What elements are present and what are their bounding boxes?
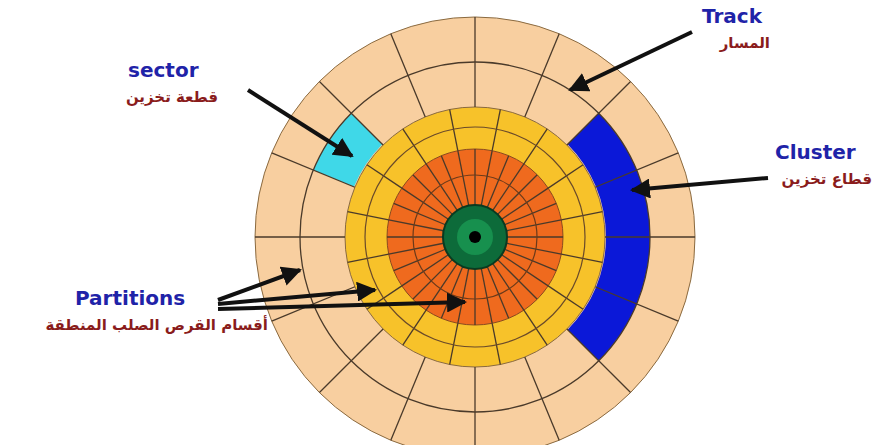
- sector-line: [505, 203, 557, 224]
- track-label: Track: [702, 4, 762, 28]
- sector-line: [402, 255, 449, 286]
- sector-line: [458, 268, 469, 323]
- sector-line: [403, 310, 426, 345]
- sector-line: [474, 269, 475, 325]
- leader-line: [570, 32, 692, 90]
- cluster-label: Cluster: [775, 140, 856, 164]
- sector-line: [487, 156, 508, 208]
- leader-line: [218, 302, 465, 309]
- sector-line: [506, 220, 561, 231]
- spindle: [443, 205, 507, 269]
- sector-label: sector: [128, 58, 199, 82]
- sector-line: [524, 310, 547, 345]
- spindle-ring: [457, 219, 493, 255]
- sector-line: [524, 129, 547, 164]
- cluster-label-arabic: قطاع تخزين: [782, 170, 872, 188]
- middle-zone: [345, 107, 605, 367]
- sector-line: [441, 267, 462, 319]
- sector-line: [481, 268, 492, 323]
- sector-line: [426, 164, 457, 211]
- sector-line: [458, 151, 469, 206]
- sector-line: [548, 286, 583, 309]
- partitions-label-arabic: أقسام القرص الصلب المنطقة: [45, 316, 268, 334]
- sector-line: [403, 129, 426, 164]
- sector-line: [487, 267, 508, 319]
- leader-lines: [218, 32, 768, 309]
- sector-line: [548, 165, 583, 188]
- sector-label-arabic: قطعة تخزين: [126, 88, 218, 106]
- sector-line: [474, 367, 475, 445]
- sector-line: [367, 165, 402, 188]
- sector-line: [389, 220, 444, 231]
- leader-line: [248, 90, 352, 156]
- outer-zone: [255, 17, 695, 445]
- sector-line: [481, 151, 492, 206]
- sector-line: [441, 156, 462, 208]
- track-ring: [365, 127, 585, 347]
- sector-line: [507, 236, 563, 237]
- track-ring: [300, 62, 650, 412]
- sector-line: [389, 243, 444, 254]
- inner-zone: [387, 149, 563, 325]
- sector-line: [394, 203, 446, 224]
- sector-line: [493, 264, 524, 311]
- leader-line: [218, 290, 375, 304]
- leader-line: [632, 178, 768, 190]
- sector-line: [506, 243, 561, 254]
- leader-line: [218, 270, 300, 300]
- sector-line: [387, 236, 443, 237]
- sector-line: [394, 249, 446, 270]
- spindle-hole: [469, 231, 481, 243]
- track-label-arabic: المسار: [720, 34, 770, 52]
- sector-highlights: [313, 113, 650, 360]
- sector-line: [474, 149, 475, 205]
- track-ring: [413, 175, 537, 299]
- partitions-label: Partitions: [75, 286, 185, 310]
- sector-line: [505, 249, 557, 270]
- sector-lines: [255, 17, 695, 445]
- sector-line: [502, 188, 549, 219]
